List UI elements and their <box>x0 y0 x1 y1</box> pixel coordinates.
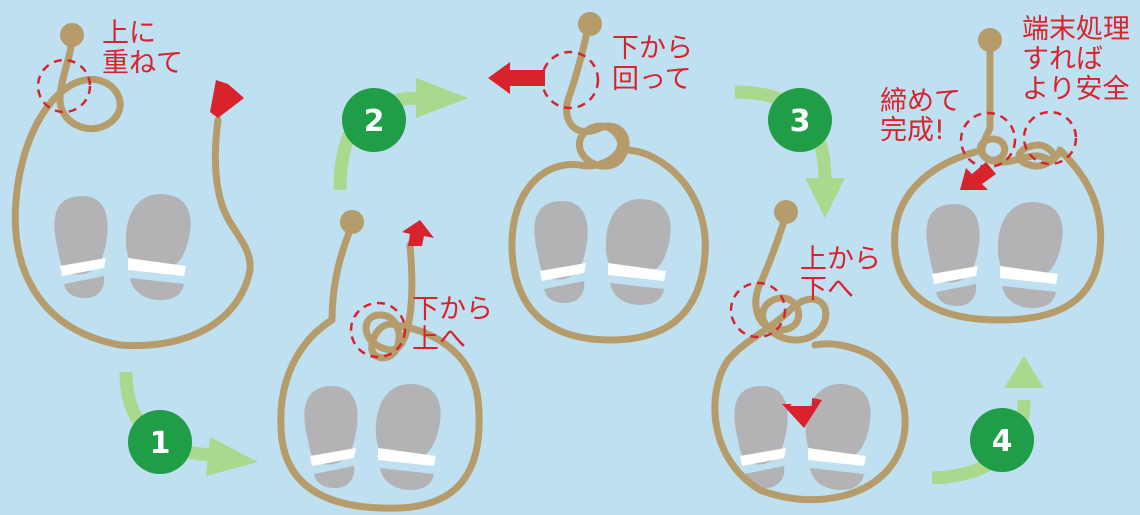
red-arrow-icon <box>960 162 996 190</box>
rope-loop <box>11 36 254 350</box>
focus-circle <box>36 58 92 114</box>
rope-end-knob <box>978 28 1002 52</box>
annotation-line: 完成! <box>880 115 945 146</box>
footprints-icon <box>54 194 191 300</box>
panel-5: 締めて 完成! 端末処理 すれば より安全 <box>880 14 1130 324</box>
focus-circle <box>349 301 407 359</box>
focus-circle <box>1022 110 1078 166</box>
rope-loop <box>508 24 709 344</box>
step-badge <box>342 88 406 152</box>
rope-loop <box>277 221 483 512</box>
annotation-line: 端末処理 <box>1022 14 1130 45</box>
annotation-line: 締めて <box>880 86 961 117</box>
annotation-line: 回って <box>612 64 692 95</box>
flow-arrowhead <box>416 78 468 118</box>
step-badge <box>970 408 1034 472</box>
rope-end-knob <box>340 210 364 234</box>
rope-loop <box>711 211 909 504</box>
red-arrow-icon <box>210 80 244 118</box>
annotation-line: より安全 <box>1022 74 1129 105</box>
step-badge <box>128 410 192 474</box>
rope-loop <box>891 38 1105 324</box>
footprints-icon <box>534 199 671 305</box>
red-arrow-icon <box>488 62 545 94</box>
flow-arrowhead <box>1004 356 1044 388</box>
step-number: 1 <box>150 426 171 461</box>
rope-end-knob <box>774 200 798 224</box>
panel-1: 上に 重ねて <box>11 18 254 350</box>
annotation-line: 下へ <box>800 274 854 305</box>
annotation-line: 下から <box>412 294 493 325</box>
step-number: 2 <box>364 104 385 139</box>
red-arrow-icon <box>402 220 434 246</box>
panel-2: 下から 上へ <box>277 210 493 512</box>
rope-end-knob <box>578 12 602 36</box>
annotation-line: 重ねて <box>102 48 183 79</box>
focus-circle <box>729 281 787 339</box>
annotation-line: 上に <box>102 18 156 49</box>
panel-3: 下から 回って <box>488 12 709 344</box>
flow-arrowhead <box>206 437 258 476</box>
footprints-icon <box>304 384 441 490</box>
footprints-icon <box>734 384 871 490</box>
annotation-line: 上へ <box>412 324 466 355</box>
annotation-line: 上から <box>800 244 881 275</box>
footprints-icon <box>926 202 1063 308</box>
step-number: 3 <box>790 104 811 139</box>
rope-end-knob <box>60 23 84 47</box>
annotation-line: すれば <box>1022 44 1103 75</box>
step-number: 4 <box>992 424 1013 459</box>
annotation-line: 下から <box>612 33 693 64</box>
red-arrow-icon <box>782 398 822 428</box>
flow-arrowhead <box>805 178 845 218</box>
step-badge <box>768 88 832 152</box>
panel-4: 上から 下へ <box>711 200 909 504</box>
